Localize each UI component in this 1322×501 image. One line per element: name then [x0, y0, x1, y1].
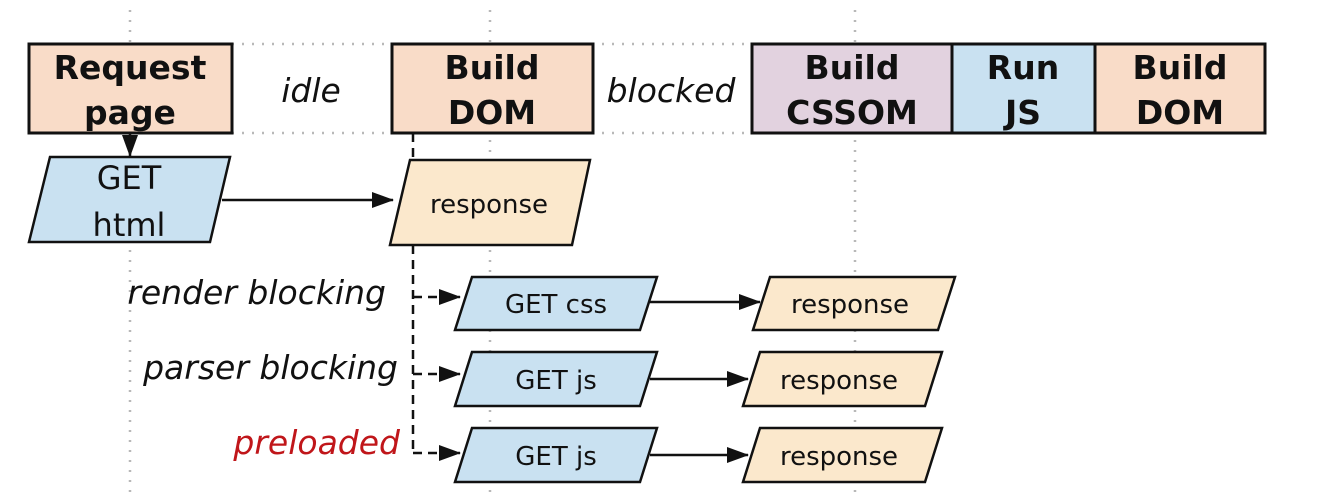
- parser-blocking-label: parser blocking: [142, 348, 398, 387]
- request-page-label-line1: Request: [54, 48, 207, 87]
- build-dom-box-1: [390, 42, 595, 135]
- request-row-parser-blocking: parser blocking GET js response: [142, 348, 944, 408]
- js-response-shape-2: [741, 426, 944, 484]
- request-row-preloaded: preloaded GET js response: [232, 423, 944, 484]
- build-dom-box-2: [1093, 42, 1267, 135]
- build-dom-2-label-line1: Build: [1133, 48, 1228, 87]
- build-dom-1-label-line1: Build: [445, 48, 540, 87]
- render-blocking-label: render blocking: [127, 273, 386, 312]
- idle-label: idle: [281, 71, 341, 110]
- run-js-label-line1: Run: [987, 48, 1059, 87]
- html-response-label: response: [430, 190, 548, 220]
- css-response-label: response: [791, 290, 909, 320]
- run-js-label-line2: JS: [1003, 93, 1041, 132]
- preloaded-label: preloaded: [232, 423, 401, 462]
- request-row-render-blocking: render blocking GET css response: [127, 273, 957, 332]
- get-js-shape-2: [453, 426, 659, 484]
- css-response-shape: [751, 275, 957, 332]
- html-response-shape: [388, 158, 592, 247]
- get-html-label-line2: html: [93, 206, 166, 244]
- build-cssom-label-line1: Build: [805, 48, 900, 87]
- build-dom-2-label-line2: DOM: [1136, 93, 1224, 132]
- request-page-box: [27, 42, 234, 135]
- blocked-label: blocked: [607, 71, 737, 110]
- timeline: Request page idle Build DOM blocked Buil…: [27, 42, 1267, 135]
- js-response-label-1: response: [780, 366, 898, 396]
- request-page-label-line2: page: [84, 93, 176, 132]
- get-js-shape-1: [453, 350, 659, 408]
- build-cssom-label-line2: CSSOM: [786, 93, 918, 132]
- build-dom-1-label-line2: DOM: [448, 93, 536, 132]
- get-html-label-line1: GET: [97, 159, 162, 197]
- get-js-label-2: GET js: [515, 442, 597, 472]
- get-css-label: GET css: [505, 290, 607, 320]
- get-css-shape: [453, 275, 659, 332]
- get-html-shape: [27, 155, 232, 244]
- js-response-label-2: response: [780, 442, 898, 472]
- get-js-label-1: GET js: [515, 366, 597, 396]
- js-response-shape-1: [741, 350, 944, 408]
